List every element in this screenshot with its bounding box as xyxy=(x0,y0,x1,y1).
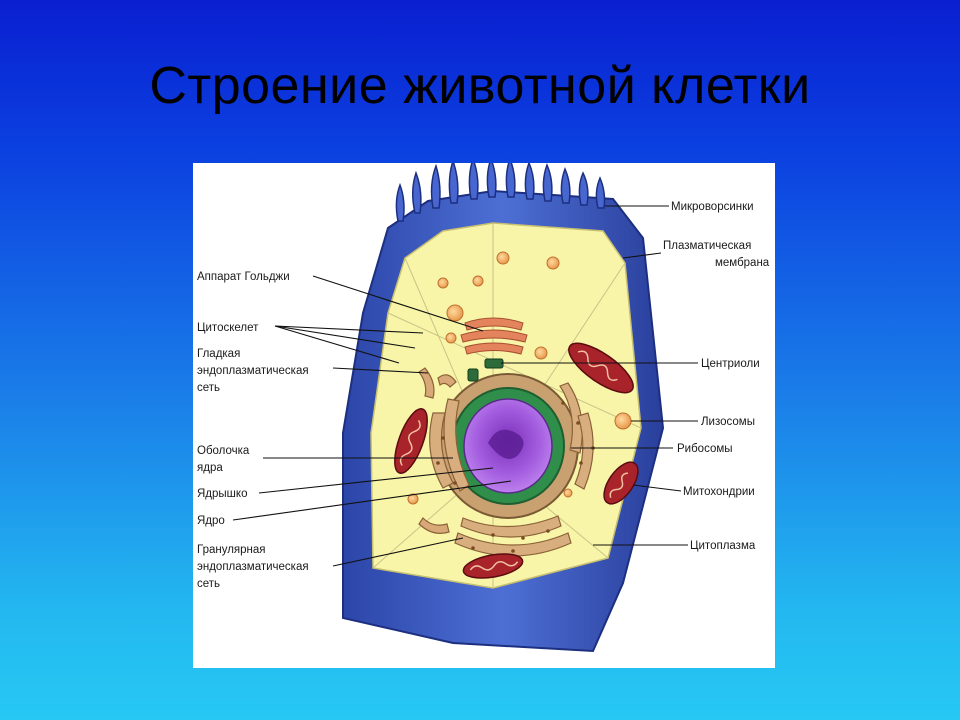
leader-lines xyxy=(232,205,698,567)
lysosomes xyxy=(407,251,632,505)
slide-title: Строение животной клетки xyxy=(149,57,811,115)
label-plasma-membrane-1: Плазматическая xyxy=(663,240,751,252)
smooth-er xyxy=(418,367,457,534)
diagram-panel: Микроворсинки Плазматическая мембрана Ап… xyxy=(193,163,775,668)
label-ribosomes: Рибосомы xyxy=(677,443,733,455)
label-nuclear-envelope-2: ядра xyxy=(197,462,223,474)
label-golgi: Аппарат Гольджи xyxy=(197,271,290,283)
cell-diagram: Микроворсинки Плазматическая мембрана Ап… xyxy=(197,163,770,653)
golgi xyxy=(460,317,528,355)
label-microvilli: Микроворсинки xyxy=(671,201,754,213)
mitochondria xyxy=(394,342,639,579)
label-nuclear-envelope-1: Оболочка xyxy=(197,445,250,457)
label-cytoskeleton: Цитоскелет xyxy=(197,322,259,334)
label-plasma-membrane-2: мембрана xyxy=(715,257,770,269)
label-smooth-er-2: эндоплазматическая xyxy=(197,365,309,377)
label-nucleus: Ядро xyxy=(197,515,225,527)
rough-er xyxy=(429,382,594,557)
centrioles xyxy=(467,358,504,382)
label-smooth-er-3: сеть xyxy=(197,382,220,394)
ribosomes xyxy=(436,401,595,553)
nucleus xyxy=(437,373,579,519)
label-rough-er-1: Гранулярная xyxy=(197,544,266,556)
nucleolus xyxy=(488,429,524,459)
label-smooth-er-1: Гладкая xyxy=(197,348,240,360)
label-cytoplasm: Цитоплазма xyxy=(690,540,756,552)
label-rough-er-2: эндоплазматическая xyxy=(197,561,309,573)
label-nucleolus: Ядрышко xyxy=(197,488,247,500)
label-centrioles: Центриоли xyxy=(701,358,760,370)
label-lysosomes: Лизосомы xyxy=(701,416,755,428)
microvilli xyxy=(395,163,606,222)
labels: Микроворсинки Плазматическая мембрана Ап… xyxy=(197,201,770,590)
label-mitochondria: Митохондрии xyxy=(683,486,755,498)
label-rough-er-3: сеть xyxy=(197,578,220,590)
